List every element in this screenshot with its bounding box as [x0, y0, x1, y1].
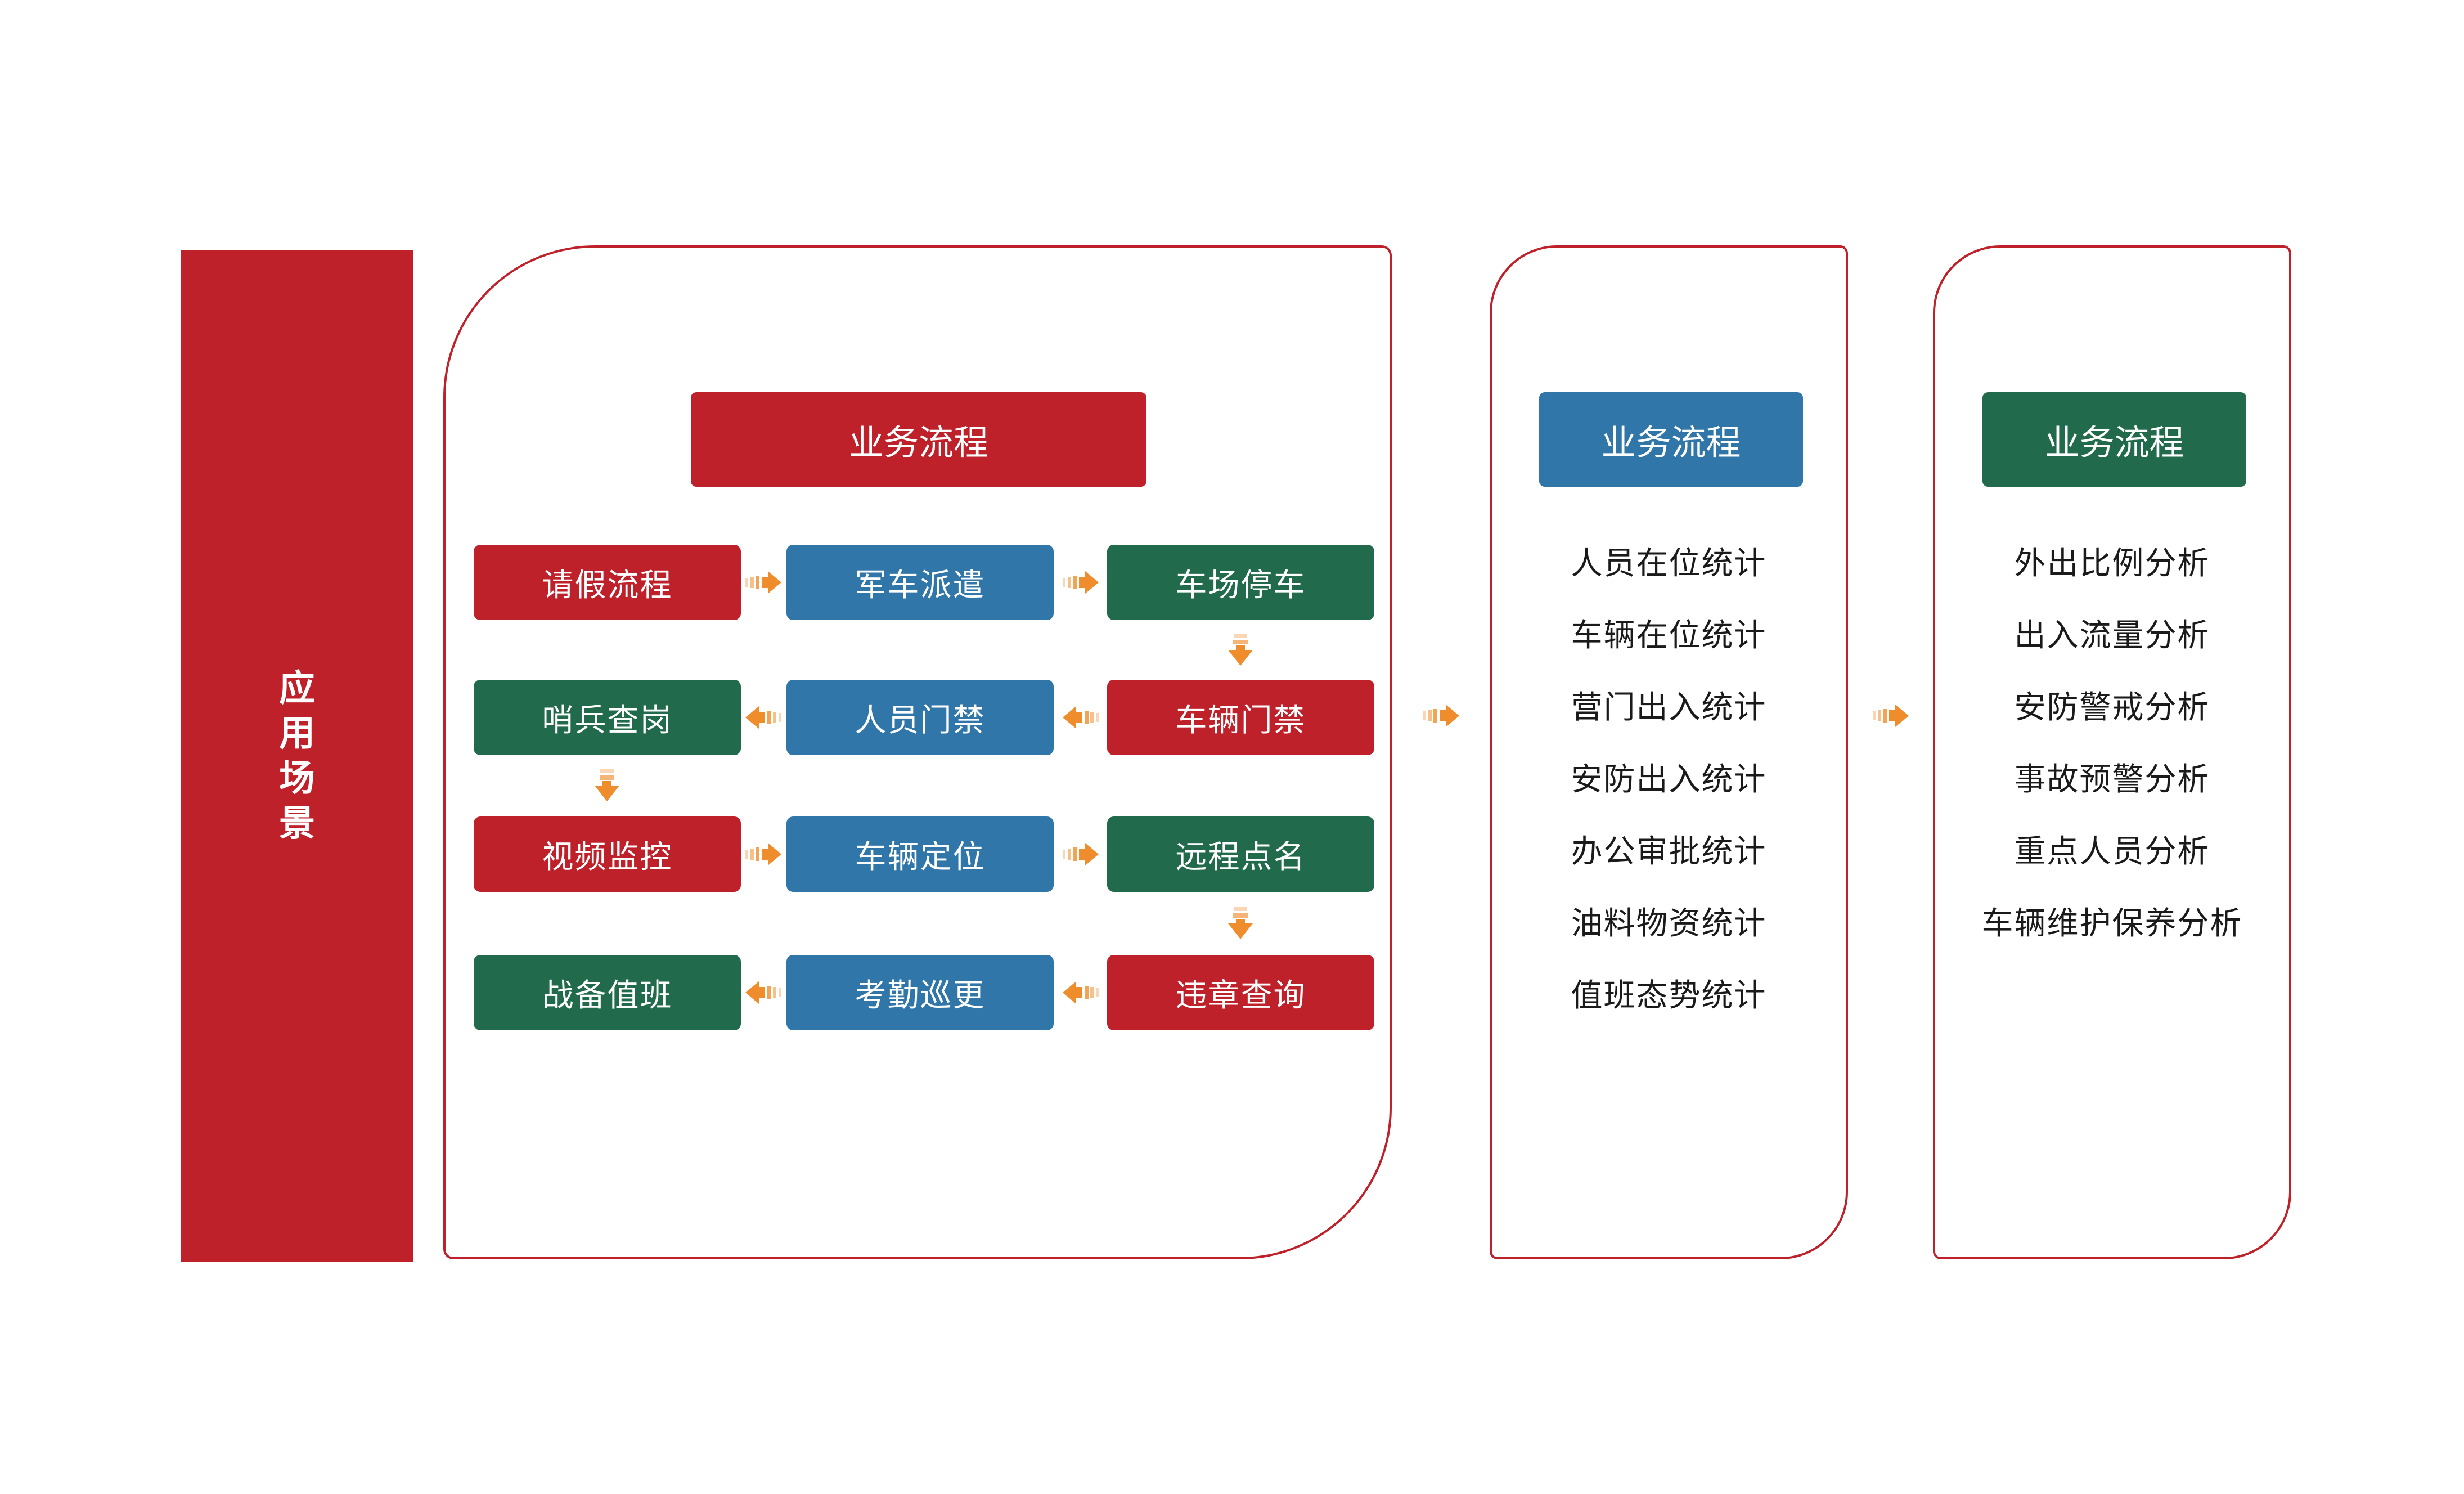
list-item: 出入流量分析	[2014, 617, 2210, 653]
flow-box-sentry-check: 哨兵查岗	[474, 680, 741, 755]
analysis-list: 外出比例分析 出入流量分析 安防警戒分析 事故预警分析 重点人员分析 车辆维护保…	[1935, 524, 2289, 957]
banner-char: 用	[279, 713, 315, 753]
banner-char: 应	[279, 668, 315, 708]
list-item: 重点人员分析	[2014, 833, 2210, 869]
flow-box-vehicle-locate: 车辆定位	[786, 816, 1054, 892]
statistics-panel-header: 业务流程	[1539, 392, 1803, 487]
flow-box-video-monitor: 视频监控	[474, 816, 741, 892]
flow-panel-header-label: 业务流程	[848, 424, 988, 463]
flow-box-violation-query: 违章查询	[1107, 955, 1374, 1030]
statistics-panel: 业务流程 人员在位统计 车辆在位统计 营门出入统计 安防出入统计 办公审批统计 …	[1490, 245, 1848, 1259]
statistics-panel-header-label: 业务流程	[1601, 424, 1741, 463]
banner-char: 场	[279, 758, 315, 798]
flow-box-leave-process: 请假流程	[474, 545, 741, 620]
flow-box-vehicle-dispatch: 军车派遣	[786, 545, 1054, 620]
flow-box-personnel-access: 人员门禁	[786, 680, 1054, 755]
list-item: 值班态势统计	[1571, 977, 1767, 1013]
list-item: 油料物资统计	[1571, 905, 1767, 941]
flow-arrow-right-icon	[745, 843, 781, 865]
analysis-panel-header-label: 业务流程	[2044, 424, 2184, 463]
list-item: 营门出入统计	[1571, 689, 1767, 725]
panel-connector-arrow-icon	[1873, 705, 1909, 727]
analysis-panel: 业务流程 外出比例分析 出入流量分析 安防警戒分析 事故预警分析 重点人员分析 …	[1933, 245, 2291, 1259]
flow-box-lot-parking: 车场停车	[1107, 545, 1374, 620]
flow-arrow-left-icon	[1063, 981, 1099, 1004]
flow-box-attendance-patrol: 考勤巡更	[786, 955, 1054, 1030]
list-item: 人员在位统计	[1571, 545, 1767, 581]
statistics-list: 人员在位统计 车辆在位统计 营门出入统计 安防出入统计 办公审批统计 油料物资统…	[1492, 524, 1846, 1029]
list-item: 安防出入统计	[1571, 761, 1767, 797]
flow-panel-header: 业务流程	[691, 392, 1146, 487]
list-item: 车辆在位统计	[1571, 617, 1767, 653]
list-item: 办公审批统计	[1571, 833, 1767, 869]
flow-arrow-left-icon	[1063, 706, 1099, 729]
flow-box-combat-duty: 战备值班	[474, 955, 741, 1030]
flow-arrow-down-icon	[1228, 634, 1253, 666]
flow-arrow-right-icon	[745, 571, 781, 594]
banner-char: 景	[279, 803, 315, 844]
list-item: 事故预警分析	[2014, 761, 2210, 797]
panel-connector-arrow-icon	[1423, 705, 1459, 727]
list-item: 车辆维护保养分析	[1981, 905, 2243, 941]
flow-arrow-right-icon	[1063, 843, 1099, 865]
business-flow-panel: 业务流程 请假流程 军车派遣 车场停车 哨兵查岗 人员门禁 车辆门禁 视频监控 …	[443, 245, 1392, 1259]
analysis-panel-header: 业务流程	[1982, 392, 2246, 487]
list-item: 外出比例分析	[2014, 545, 2210, 581]
flow-arrow-left-icon	[745, 706, 781, 729]
flow-arrow-left-icon	[745, 981, 781, 1004]
flow-box-vehicle-access: 车辆门禁	[1107, 680, 1374, 755]
flow-arrow-right-icon	[1063, 571, 1099, 594]
application-scenarios-banner: 应 用 场 景	[181, 250, 413, 1262]
flow-arrow-down-icon	[595, 769, 619, 801]
list-item: 安防警戒分析	[2014, 689, 2210, 725]
flow-arrow-down-icon	[1228, 907, 1253, 939]
flow-box-remote-rollcall: 远程点名	[1107, 816, 1374, 892]
